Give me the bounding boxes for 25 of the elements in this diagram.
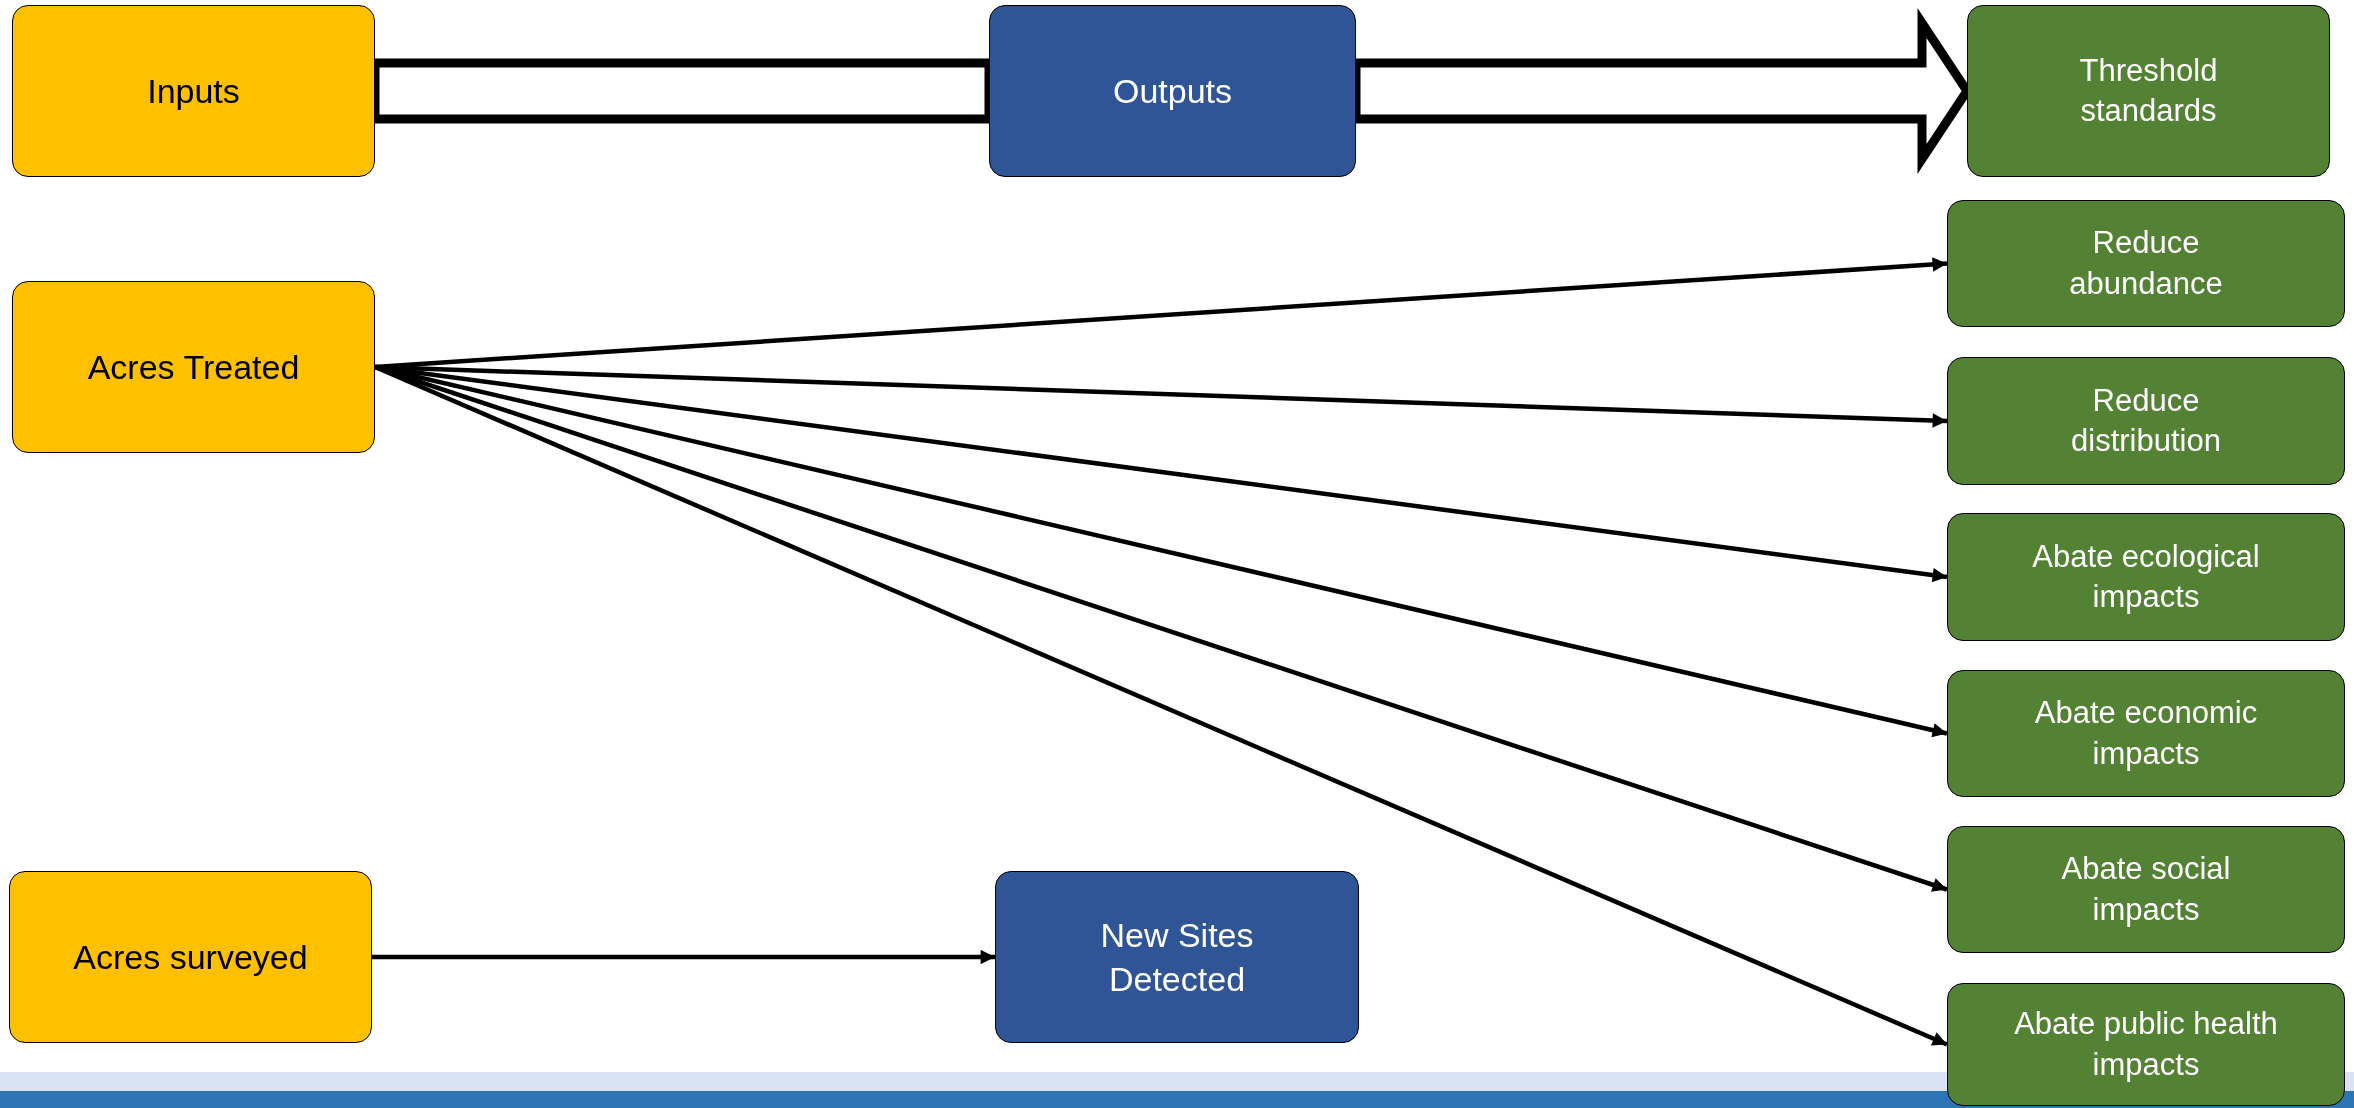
node-label: Acres surveyed xyxy=(73,936,308,978)
node-label: Reduce abundance xyxy=(2068,224,2224,303)
input-box xyxy=(12,281,375,453)
node-label: Reduce distribution xyxy=(2070,381,2222,460)
outcome-box xyxy=(1947,983,2345,1106)
input-box xyxy=(12,5,375,177)
output-box xyxy=(989,5,1356,177)
outcome-box xyxy=(1947,826,2345,953)
node-label: Abate ecological impacts xyxy=(2031,537,2261,616)
node-label: Abate social impacts xyxy=(2060,850,2232,929)
node-label: Abate public health impacts xyxy=(2013,1005,2279,1084)
output-box xyxy=(995,871,1359,1043)
node-label: Threshold standards xyxy=(2078,51,2219,130)
outcome-box xyxy=(1967,5,2330,177)
outcome-box xyxy=(1947,513,2345,641)
outcome-box xyxy=(1947,200,2345,327)
node-label: Outputs xyxy=(1112,70,1233,112)
node-label: Inputs xyxy=(147,70,240,112)
arrow xyxy=(372,949,995,965)
input-box xyxy=(9,871,372,1043)
outcome-box xyxy=(1947,670,2345,797)
node-label: Acres Treated xyxy=(87,346,300,388)
outcome-box xyxy=(1947,357,2345,485)
node-label: Abate economic impacts xyxy=(2033,694,2259,773)
node-label: New Sites Detected xyxy=(1099,914,1255,1000)
